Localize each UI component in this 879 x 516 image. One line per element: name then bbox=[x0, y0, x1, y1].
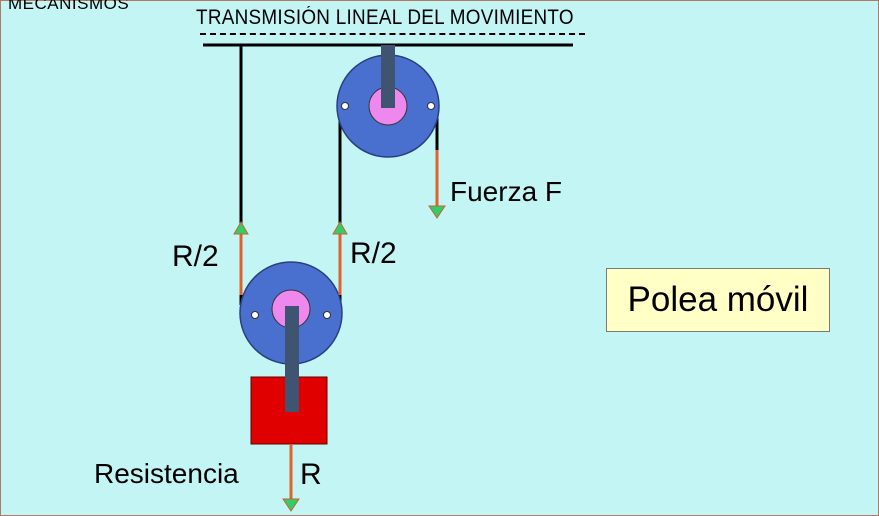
fixed-pulley bbox=[336, 45, 440, 158]
title-underline bbox=[200, 33, 585, 35]
note-text: Polea móvil bbox=[627, 280, 809, 319]
resistance-label: Resistencia bbox=[94, 458, 239, 489]
movable-pulley-axle bbox=[285, 306, 299, 412]
note-box: Polea móvil bbox=[606, 268, 830, 332]
arrow-left-up bbox=[233, 221, 249, 295]
arrow-resistance-down bbox=[282, 444, 300, 512]
fixed-pulley-axle bbox=[381, 45, 395, 108]
applied-force-label: Fuerza F bbox=[450, 176, 563, 207]
resistance-symbol: R bbox=[300, 458, 322, 491]
right-tension-label: R/2 bbox=[350, 237, 397, 270]
main-title: TRANSMISIÓN LINEAL DEL MOVIMIENTO bbox=[196, 6, 574, 29]
arrow-middle-up bbox=[332, 221, 348, 295]
arrow-force-down bbox=[428, 150, 446, 219]
corner-label: MECANISMOS bbox=[8, 0, 130, 13]
left-tension-label: R/2 bbox=[172, 240, 219, 273]
